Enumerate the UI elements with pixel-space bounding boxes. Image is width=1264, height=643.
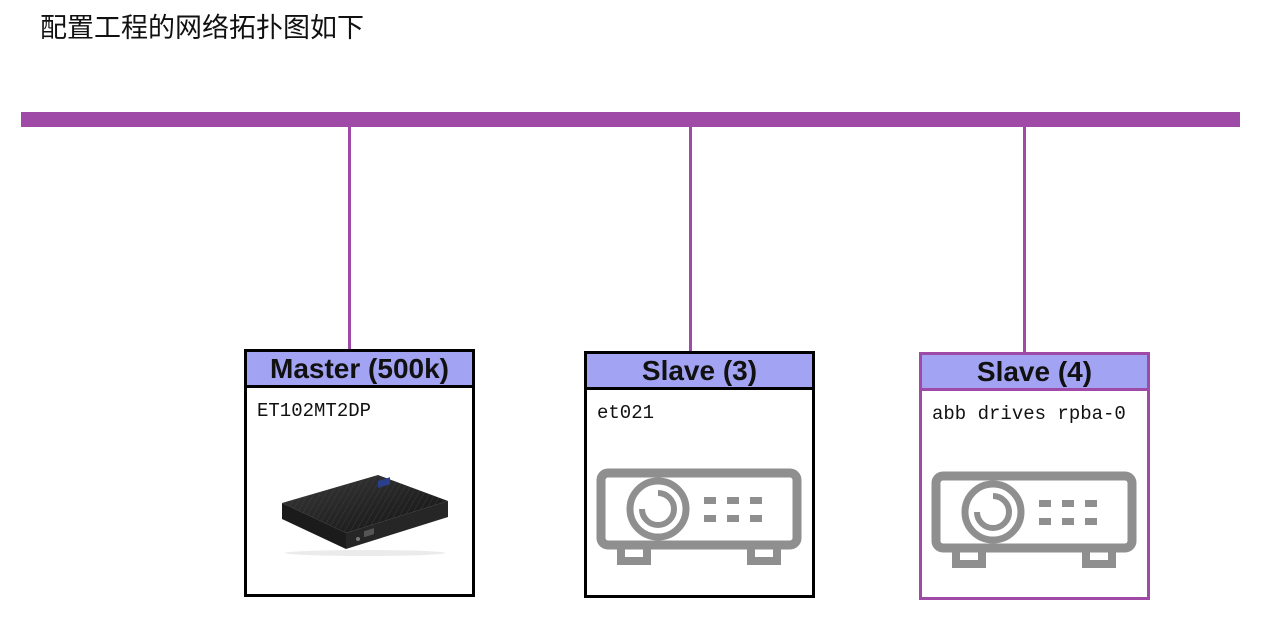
slave-node-3-header: Slave (3) [587, 354, 812, 390]
slave-node-4-model: abb drives rpba-0 [932, 403, 1126, 425]
master-node-header: Master (500k) [247, 352, 472, 388]
slave-node-3[interactable]: Slave (3) et021 [584, 351, 815, 598]
slave-device-icon [922, 471, 1147, 571]
bus-drop-slave-4 [1023, 127, 1026, 354]
mini-pc-icon [247, 467, 472, 557]
page-title: 配置工程的网络拓扑图如下 [40, 13, 364, 44]
slave-device-icon [587, 468, 812, 568]
network-bus [21, 112, 1240, 127]
master-node[interactable]: Master (500k) ET102MT2DP [244, 349, 475, 597]
bus-drop-master [348, 127, 351, 351]
slave-node-3-model: et021 [597, 402, 655, 424]
master-node-model: ET102MT2DP [257, 400, 372, 422]
slave-node-4[interactable]: Slave (4) abb drives rpba-0 [919, 352, 1150, 600]
slave-node-4-header: Slave (4) [922, 355, 1147, 391]
bus-drop-slave-3 [689, 127, 692, 353]
